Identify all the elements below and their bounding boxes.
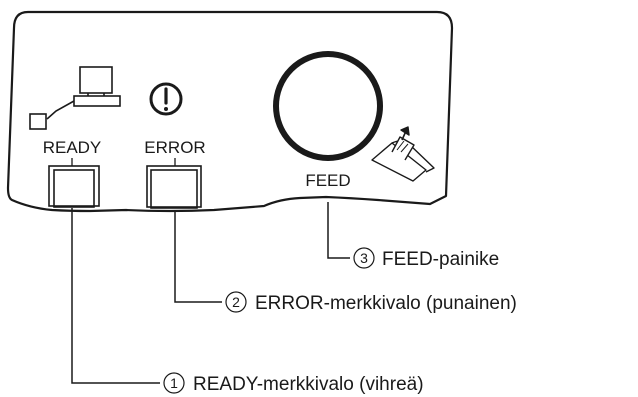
callout-number-circle [225,291,247,313]
leader-line-ready [71,208,160,384]
callout-number-circle [353,247,375,269]
computer-icon [29,66,121,130]
callout-number: 1 [170,375,178,391]
callout-error-text: ERROR-merkkivalo (punainen) [255,293,517,314]
callout-number: 3 [360,250,368,266]
callout-number-circle [163,372,185,394]
callout-number: 2 [232,294,240,310]
error-label: ERROR [144,138,205,157]
callout-ready-text: READY-merkkivalo (vihreä) [193,374,424,395]
ready-led [48,165,100,208]
ready-label: READY [43,138,102,157]
leader-line-error [174,210,222,303]
error-led [146,165,202,209]
paper-feed-icon [371,126,435,182]
leader-line-feed [327,202,350,259]
callout-feed-text: FEED-painike [382,249,499,270]
feed-label: FEED [305,171,350,190]
feed-button[interactable] [273,51,383,161]
control-panel [6,10,454,213]
exclamation-icon [149,82,183,116]
